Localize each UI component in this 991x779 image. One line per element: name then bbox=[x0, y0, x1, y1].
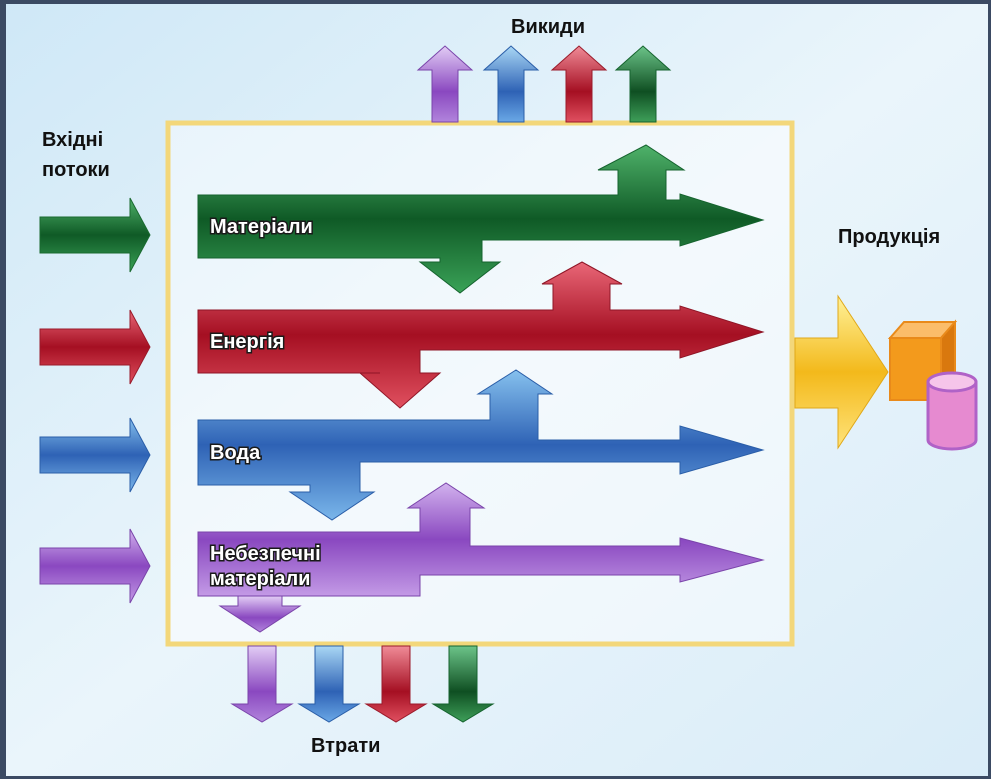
flow-label-hazardous-line2: матеріали bbox=[210, 568, 310, 590]
products-label: Продукція bbox=[838, 226, 940, 248]
flow-label-hazardous-line1: Небезпечні bbox=[210, 543, 321, 565]
loss-arrow-hazardous bbox=[230, 645, 294, 723]
input-arrow-water bbox=[39, 417, 151, 493]
loss-arrow-energy bbox=[364, 645, 428, 723]
product-arrow bbox=[794, 294, 889, 450]
emissions-label: Викиди bbox=[511, 16, 585, 38]
losses-label: Втрати bbox=[311, 735, 380, 757]
emission-arrow-energy bbox=[550, 45, 608, 123]
input-arrow-materials bbox=[39, 197, 151, 273]
flow-energy: Енергія bbox=[197, 261, 765, 409]
flow-label-energy: Енергія bbox=[210, 331, 284, 353]
input-arrow-hazardous bbox=[39, 528, 151, 604]
emission-arrow-water bbox=[482, 45, 540, 123]
inputs-label-line1: Вхідні bbox=[42, 129, 103, 151]
flow-hazardous: Небезпечні матеріали bbox=[197, 482, 765, 633]
flow-label-materials: Матеріали bbox=[210, 216, 313, 238]
emission-arrow-materials bbox=[614, 45, 672, 123]
input-arrow-energy bbox=[39, 309, 151, 385]
flow-materials: Матеріали bbox=[197, 144, 765, 294]
product-cylinder-icon bbox=[926, 371, 978, 451]
inputs-label-line2: потоки bbox=[42, 159, 110, 181]
loss-arrow-materials bbox=[431, 645, 495, 723]
flow-label-water: Вода bbox=[210, 442, 261, 464]
emission-arrow-hazardous bbox=[416, 45, 474, 123]
loss-arrow-water bbox=[297, 645, 361, 723]
flow-water: Вода bbox=[197, 369, 765, 521]
